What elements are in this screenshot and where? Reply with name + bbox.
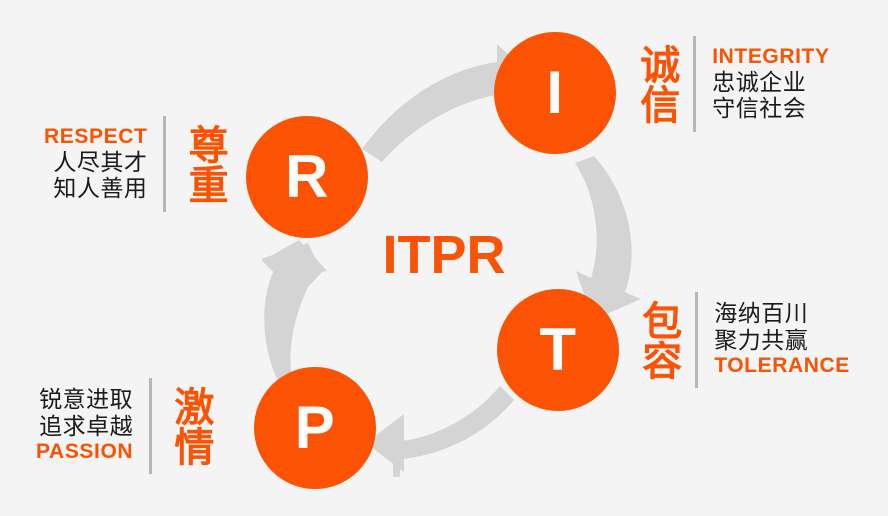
- tolerance-line-1: 海纳百川: [714, 301, 809, 328]
- passion-line-1: 锐意进取: [39, 387, 134, 414]
- arrow-t-to-p-icon: [366, 386, 514, 477]
- node-circle-t[interactable]: T: [497, 289, 619, 411]
- integrity-divider: [693, 36, 697, 132]
- node-circle-i[interactable]: I: [494, 32, 616, 154]
- center-acronym: ITPR: [382, 225, 506, 285]
- node-letter-r: R: [285, 143, 329, 210]
- tolerance-english-label: TOLERANCE: [714, 354, 850, 378]
- respect-english-label: RESPECT: [44, 125, 148, 149]
- tolerance-chinese-title: 包容: [635, 300, 682, 380]
- respect-detail: RESPECT 人尽其才 知人善用: [44, 125, 147, 203]
- passion-line-2: 追求卓越: [39, 413, 134, 440]
- node-circle-r[interactable]: R: [246, 116, 368, 238]
- node-letter-p: P: [294, 394, 336, 461]
- arrow-i-to-t-icon: [575, 156, 641, 320]
- integrity-line-1: 忠诚企业: [712, 69, 807, 96]
- integrity-line-2: 守信社会: [712, 96, 807, 123]
- integrity-english-label: INTEGRITY: [712, 45, 830, 69]
- respect-line-1: 人尽其才: [53, 149, 148, 176]
- arrow-r-to-i-icon: [362, 44, 535, 162]
- tolerance-divider: [695, 292, 699, 388]
- value-block-respect: RESPECT 人尽其才 知人善用 尊重: [44, 116, 228, 212]
- value-block-tolerance: 包容 海纳百川 聚力共赢 TOLERANCE: [635, 292, 850, 388]
- arrow-p-to-r-icon: [261, 240, 327, 387]
- node-letter-i: I: [546, 59, 564, 126]
- tolerance-line-2: 聚力共赢: [714, 327, 809, 354]
- passion-detail: 锐意进取 追求卓越 PASSION: [36, 387, 133, 465]
- respect-divider: [163, 116, 167, 212]
- tolerance-detail: 海纳百川 聚力共赢 TOLERANCE: [714, 301, 850, 379]
- node-letter-t: T: [539, 316, 577, 383]
- respect-chinese-title: 尊重: [181, 124, 228, 204]
- integrity-detail: INTEGRITY 忠诚企业 守信社会: [712, 45, 829, 123]
- passion-chinese-title: 激情: [167, 386, 214, 466]
- integrity-chinese-title: 诚信: [633, 44, 680, 124]
- node-circle-p[interactable]: P: [254, 367, 376, 489]
- value-block-passion: 锐意进取 追求卓越 PASSION 激情: [36, 378, 214, 474]
- respect-line-2: 知人善用: [53, 176, 148, 203]
- value-block-integrity: 诚信 INTEGRITY 忠诚企业 守信社会: [633, 36, 830, 132]
- passion-divider: [149, 378, 153, 474]
- passion-english-label: PASSION: [36, 440, 134, 464]
